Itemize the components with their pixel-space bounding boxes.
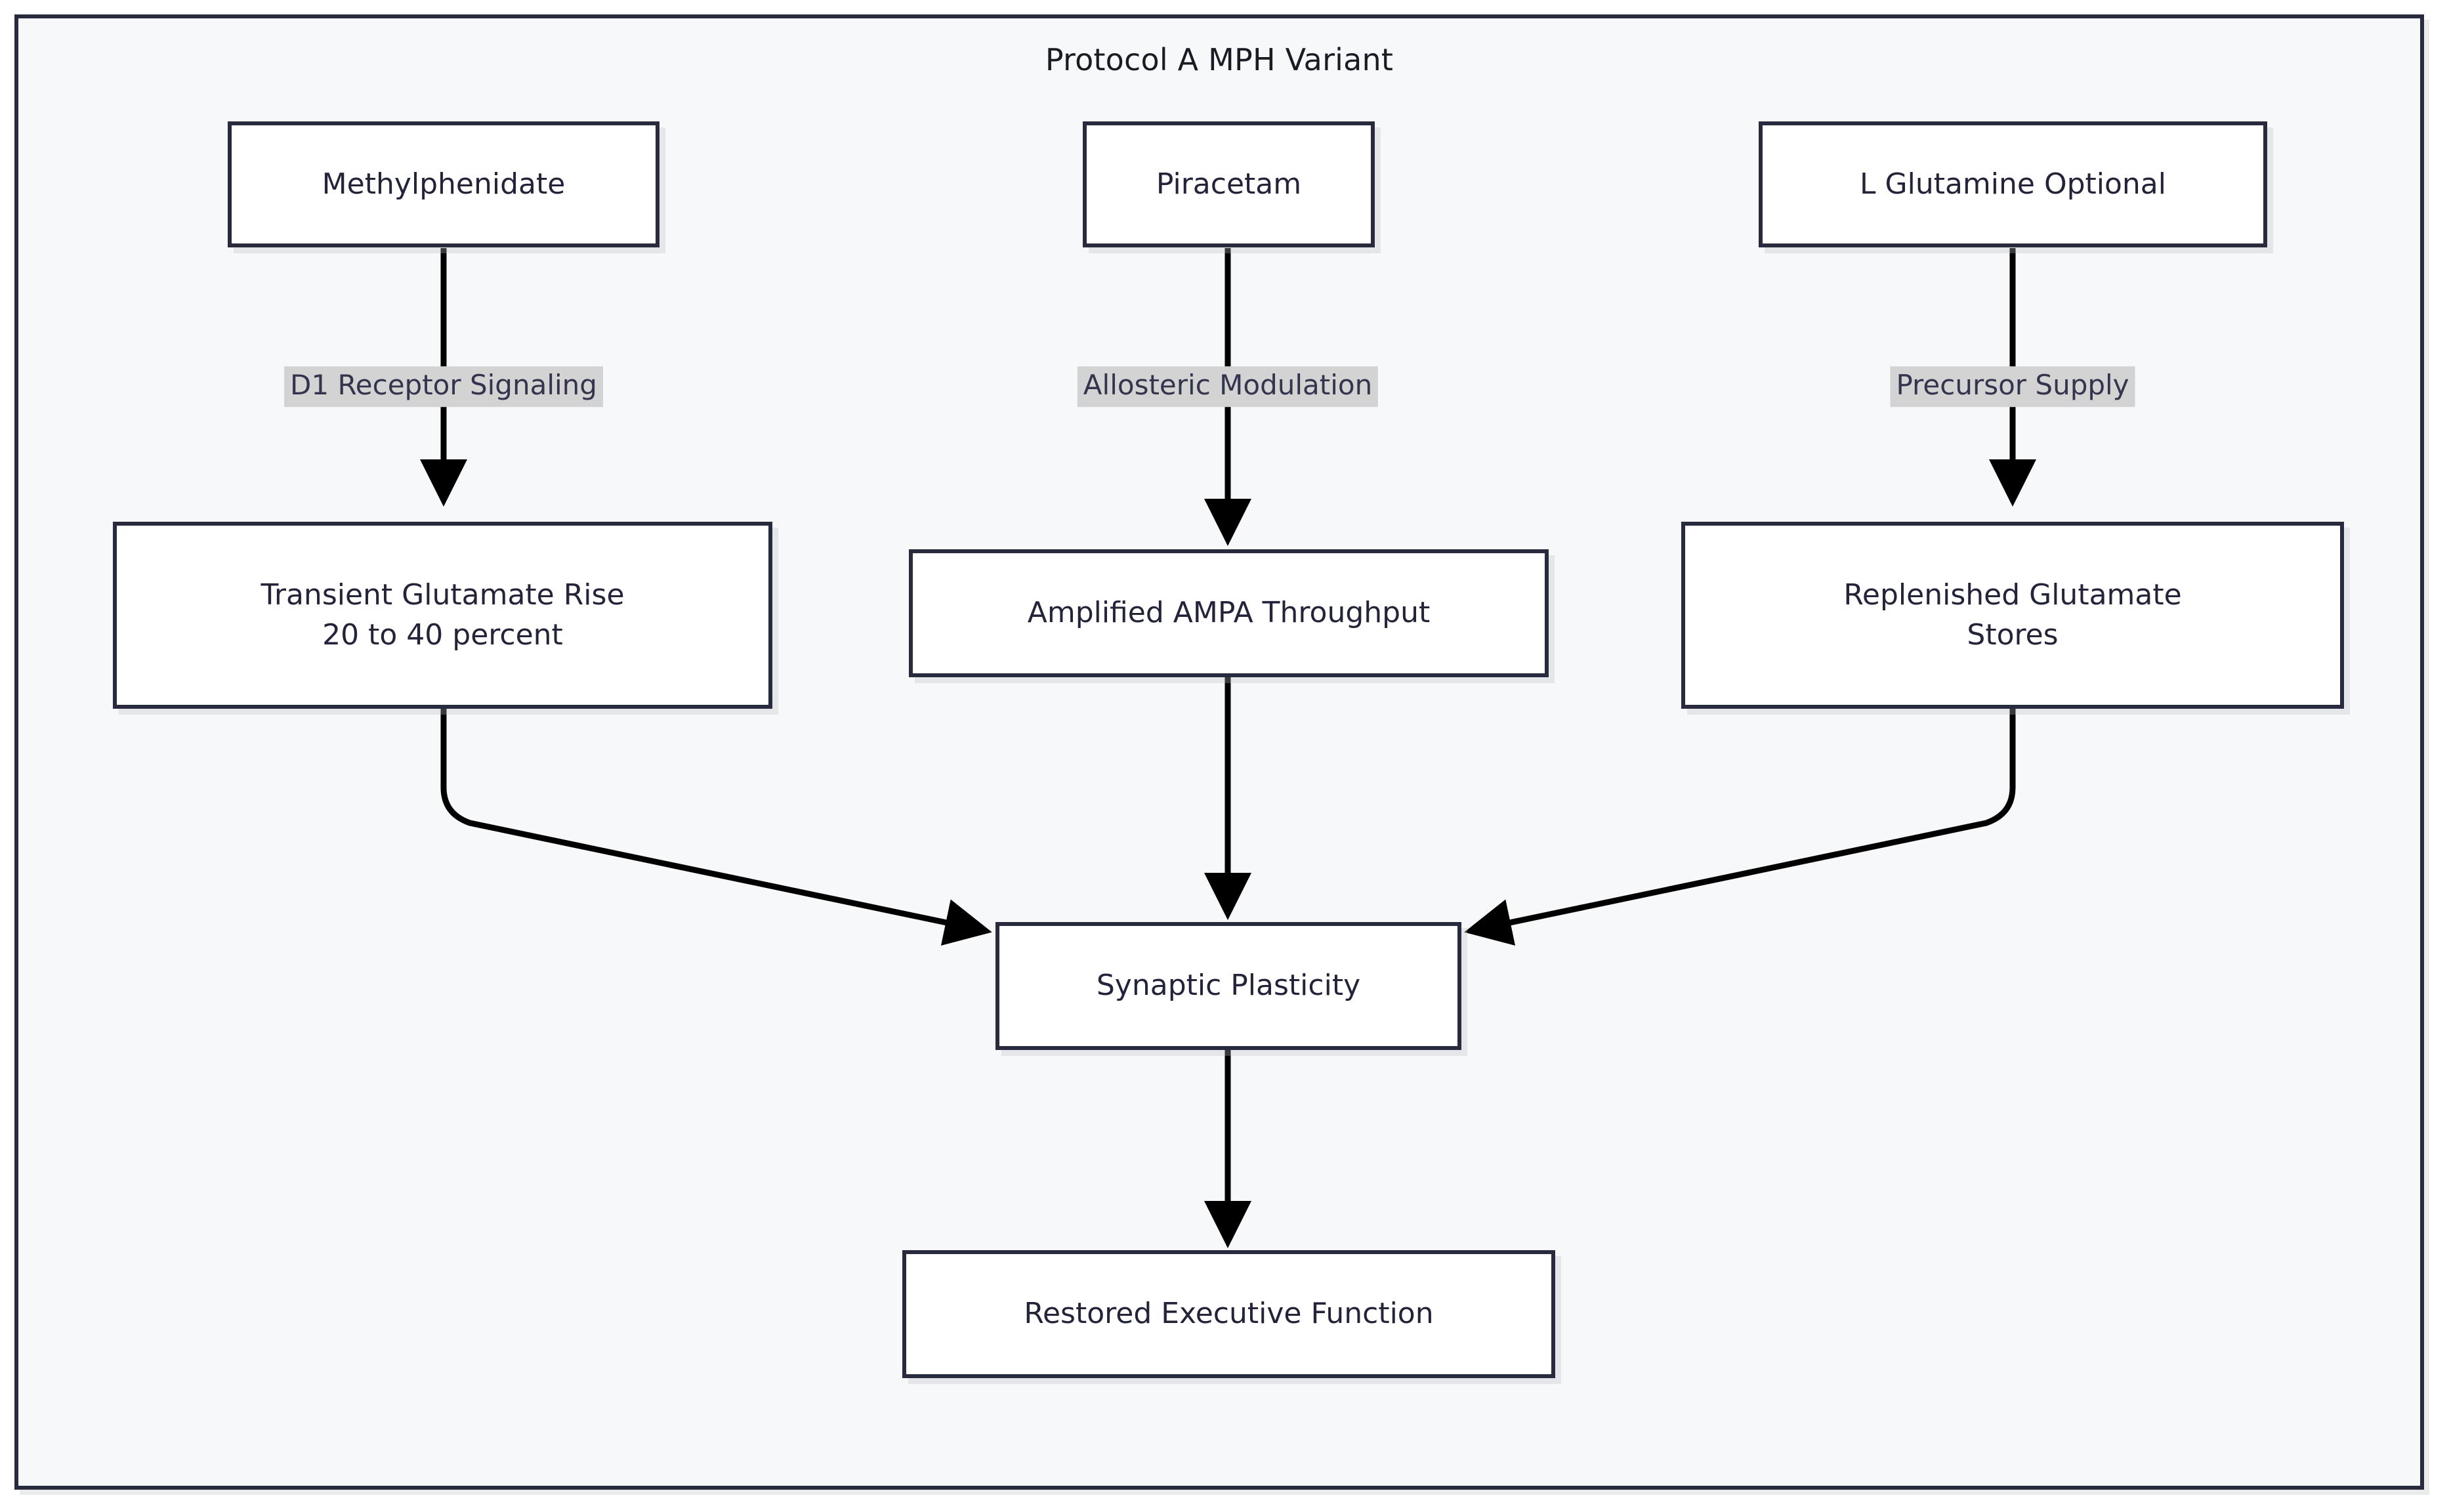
node-label-line-2: Stores — [1967, 618, 2059, 652]
node-replenished-glutamate-stores[interactable]: Replenished Glutamate Stores — [1681, 522, 2344, 709]
node-label: Synaptic Plasticity — [1096, 969, 1361, 1003]
node-label: Restored Executive Function — [1024, 1297, 1434, 1331]
node-synaptic-plasticity[interactable]: Synaptic Plasticity — [995, 922, 1461, 1050]
node-label-line-1: Replenished Glutamate — [1843, 578, 2182, 612]
node-label: Piracetam — [1156, 167, 1302, 201]
edge-label-d1-receptor-signaling: D1 Receptor Signaling — [284, 366, 603, 407]
node-l-glutamine-optional[interactable]: L Glutamine Optional — [1759, 121, 2267, 247]
node-methylphenidate[interactable]: Methylphenidate — [228, 121, 659, 247]
node-restored-executive-function[interactable]: Restored Executive Function — [902, 1250, 1555, 1378]
node-label: Methylphenidate — [322, 167, 566, 201]
edge-label-precursor-supply: Precursor Supply — [1890, 366, 2135, 407]
node-label: Amplified AMPA Throughput — [1027, 596, 1431, 630]
node-piracetam[interactable]: Piracetam — [1083, 121, 1375, 247]
node-label-line-1: Transient Glutamate Rise — [261, 578, 625, 612]
subgraph-title: Protocol A MPH Variant — [1045, 42, 1394, 77]
edge-label-allosteric-modulation: Allosteric Modulation — [1077, 366, 1379, 407]
node-label: L Glutamine Optional — [1860, 167, 2166, 201]
node-amplified-ampa-throughput[interactable]: Amplified AMPA Throughput — [909, 549, 1549, 677]
node-label-line-2: 20 to 40 percent — [322, 618, 563, 652]
node-transient-glutamate-rise[interactable]: Transient Glutamate Rise 20 to 40 percen… — [113, 522, 772, 709]
